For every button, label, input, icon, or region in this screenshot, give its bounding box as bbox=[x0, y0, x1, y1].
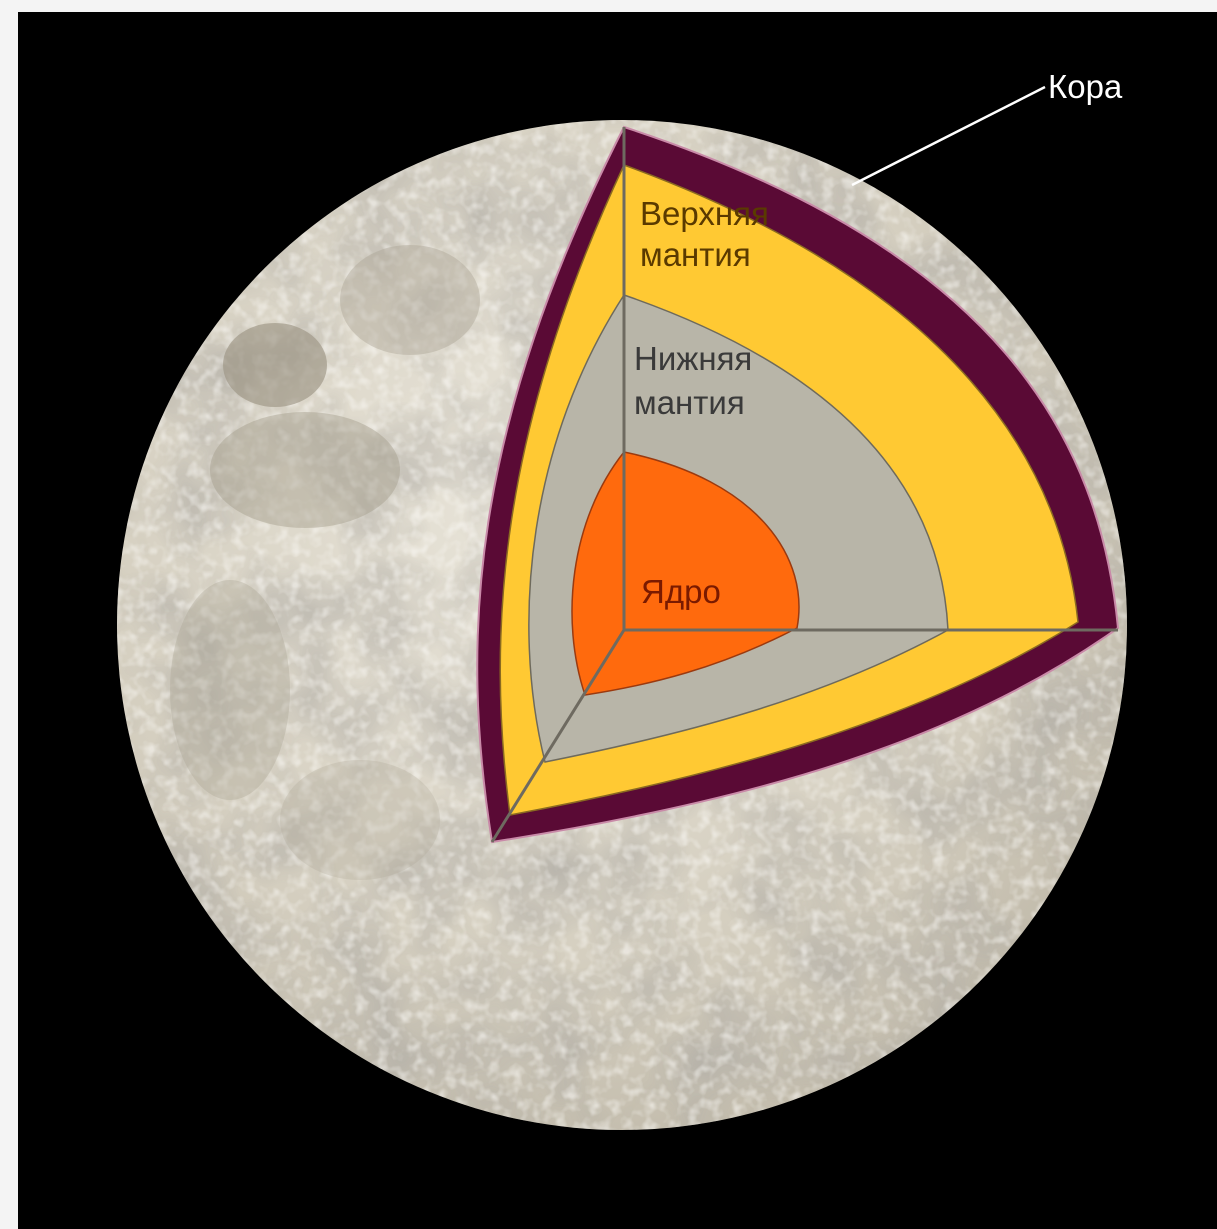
crust-leader-line bbox=[851, 85, 1046, 187]
core-label: Ядро bbox=[641, 573, 721, 610]
core-layer bbox=[571, 451, 800, 696]
cutaway-axes bbox=[490, 127, 1118, 843]
crust-label: Кора bbox=[1048, 68, 1123, 105]
upper-mantle-label-line1: Верхняя bbox=[640, 195, 769, 232]
upper-mantle-label-line2: мантия bbox=[640, 236, 751, 273]
lower-mantle-label-line2: мантия bbox=[634, 384, 745, 421]
lower-mantle-label-line1: Нижняя bbox=[634, 340, 752, 377]
